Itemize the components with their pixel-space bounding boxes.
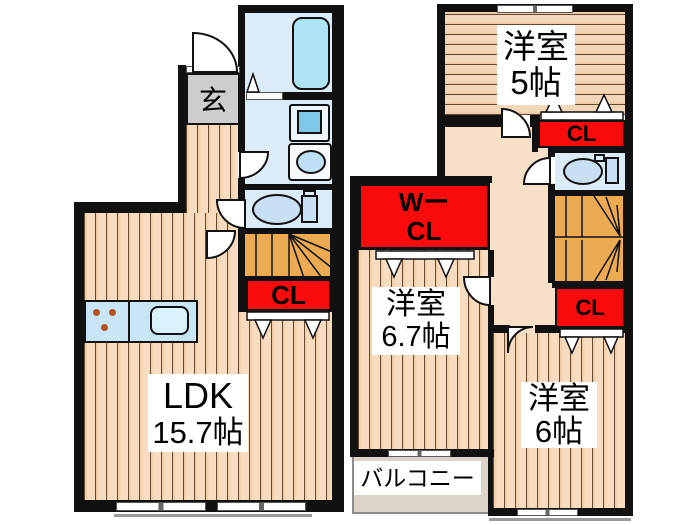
wall <box>238 228 245 312</box>
wall <box>437 4 445 130</box>
closet-2f-top: CL <box>538 120 625 148</box>
burner-dot <box>101 324 108 331</box>
wall <box>488 325 493 516</box>
balcony-label: バルコニー <box>354 461 481 495</box>
window-sill <box>489 518 631 521</box>
wall <box>332 5 344 512</box>
wcl-line1: Wー <box>398 186 450 217</box>
wall <box>178 65 186 213</box>
closet-2f-bottom: CL <box>555 287 625 328</box>
walk-in-closet: Wー CL <box>358 183 490 250</box>
burner-dot <box>109 309 116 316</box>
kitchen-divider <box>128 301 130 342</box>
room-67jo-size: 6.7帖 <box>381 320 451 353</box>
toilet-1f-tank <box>301 195 318 223</box>
wcl-line2: CL <box>406 215 442 246</box>
wall <box>552 283 625 288</box>
ldk-size: 15.7帖 <box>152 414 244 450</box>
wall <box>488 305 494 333</box>
entrance-genkan: 玄 <box>186 73 240 125</box>
kitchen-sink <box>150 306 189 335</box>
toilet-2f-tank <box>605 157 619 184</box>
wall <box>437 127 445 183</box>
window <box>217 502 306 511</box>
toilet-2f-button <box>594 154 605 162</box>
closet-2f-top-label: CL <box>566 121 597 146</box>
room-6jo-name: 洋室 <box>528 380 590 416</box>
room-67jo-label: 洋室 6.7帖 <box>372 287 460 355</box>
room-5jo-label: 洋室 5帖 <box>497 25 575 105</box>
balcony-text: バルコニー <box>360 464 475 491</box>
wall <box>245 184 332 190</box>
bathtub <box>292 17 330 90</box>
ldk-label: LDK 15.7帖 <box>148 374 248 452</box>
room-5jo-name: 洋室 <box>503 28 569 66</box>
ldk-name: LDK <box>162 374 234 416</box>
hall-2f-lower <box>490 183 555 333</box>
wall <box>350 176 358 457</box>
window <box>517 509 578 516</box>
stairs-2f <box>552 193 625 283</box>
wall <box>350 176 492 183</box>
wall <box>625 4 633 516</box>
wall <box>74 202 84 512</box>
room-6jo-size: 6帖 <box>534 414 584 449</box>
wall <box>283 92 332 100</box>
toilet-1f-bowl <box>252 194 302 225</box>
closet-1f: CL <box>245 278 332 312</box>
wall <box>488 325 510 333</box>
wall <box>245 228 332 234</box>
wall <box>240 65 245 73</box>
bathroom-counter <box>246 92 283 100</box>
wall <box>74 202 186 213</box>
toilet-2f-bowl <box>563 158 603 185</box>
window <box>388 450 451 457</box>
closet-1f-label: CL <box>271 279 306 310</box>
wall <box>532 115 538 152</box>
window <box>497 5 573 13</box>
window <box>116 502 206 511</box>
closet-2f-bottom-label: CL <box>575 294 605 320</box>
entrance-corridor-floor <box>186 124 238 213</box>
washbasin-bowl <box>296 150 326 174</box>
burner-dot <box>93 309 100 316</box>
room-6jo-floor <box>493 333 625 508</box>
wall <box>238 178 245 200</box>
entrance-threshold <box>186 66 240 73</box>
wall <box>238 5 344 13</box>
wall <box>548 184 555 283</box>
room-6jo-label: 洋室 6帖 <box>521 380 597 449</box>
wall <box>548 147 625 153</box>
wall <box>488 250 494 277</box>
wall <box>552 190 625 196</box>
wall <box>238 5 245 152</box>
wall <box>437 115 502 127</box>
washing-machine-drum <box>297 110 322 134</box>
room-5jo-size: 5帖 <box>510 64 562 101</box>
stairs-1f <box>238 232 332 278</box>
room-67jo-name: 洋室 <box>386 288 446 322</box>
entrance-label: 玄 <box>198 85 227 116</box>
window-sill <box>114 514 312 517</box>
